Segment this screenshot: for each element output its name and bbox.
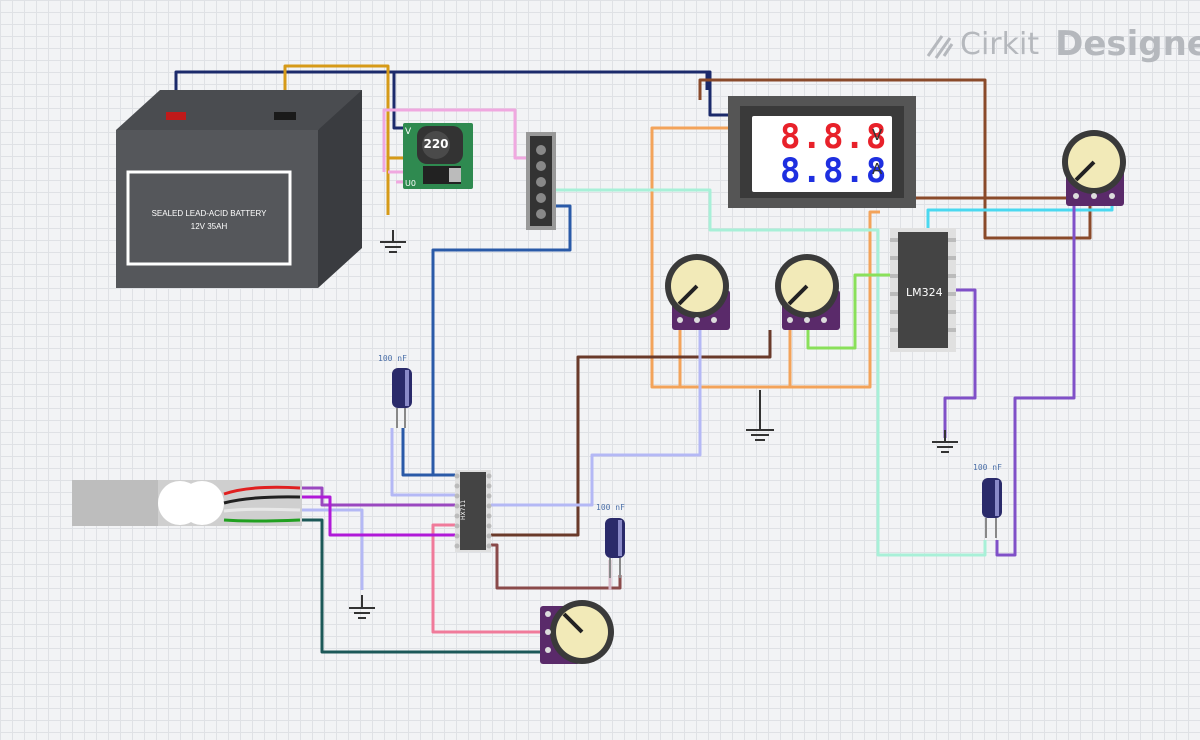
brand-word-cirkit: Cirkit — [960, 26, 1040, 62]
capacitor-1-label: 100 nF — [378, 354, 407, 363]
capacitor-3-label: 100 nF — [973, 463, 1002, 472]
ground-icon — [746, 390, 774, 441]
current-unit: A — [872, 160, 883, 178]
cirkit-logo-icon — [926, 35, 954, 59]
wire-rose[interactable] — [431, 523, 540, 634]
voltage-unit: V — [872, 126, 883, 144]
battery-negative-terminal[interactable] — [274, 112, 296, 120]
svg-text:V: V — [405, 127, 412, 137]
wires — [174, 64, 1114, 654]
ground-symbols — [349, 230, 958, 619]
current-digits: 8.8.8 — [780, 151, 888, 191]
inductor-label: 220 — [423, 137, 449, 151]
wire-opamp-purple[interactable] — [943, 206, 1076, 557]
battery-rating: 12V 35AH — [190, 222, 228, 231]
potentiometer-4[interactable] — [540, 600, 614, 664]
capacitor-3[interactable] — [982, 478, 1002, 538]
wire-meter-brown[interactable] — [698, 78, 1092, 240]
capacitor-1[interactable] — [392, 368, 412, 428]
lm324-chip[interactable] — [890, 228, 956, 352]
ground-icon — [349, 595, 375, 619]
potentiometer-3[interactable] — [1062, 130, 1126, 206]
wire-lavender[interactable] — [300, 330, 702, 590]
potentiometer-1[interactable] — [665, 254, 730, 330]
capacitor-2-label: 100 nF — [596, 503, 625, 512]
potentiometer-2[interactable] — [775, 254, 840, 330]
voltage-digits: 8.8.8 — [780, 117, 888, 157]
ground-icon — [380, 230, 406, 253]
hx711-chip[interactable] — [454, 470, 492, 552]
wire-loadcell-magenta[interactable] — [300, 495, 455, 537]
dc-converter[interactable]: V U0 — [403, 123, 473, 189]
wire-terminal-mint[interactable] — [550, 188, 987, 557]
hx711-label: HX711 — [460, 499, 467, 520]
terminal-block[interactable] — [526, 132, 556, 230]
load-cell[interactable] — [72, 480, 302, 526]
battery[interactable] — [116, 90, 362, 288]
wire-cap2[interactable] — [490, 543, 622, 590]
battery-label: SEALED LEAD-ACID BATTERY 12V 35AH — [128, 207, 290, 233]
brand-word-designer: Designer — [1055, 24, 1200, 64]
cirkit-brand: Cirkit Designer — [924, 22, 1200, 66]
svg-text:U0: U0 — [405, 179, 416, 188]
wire-pot-brown[interactable] — [490, 330, 772, 537]
battery-type: SEALED LEAD-ACID BATTERY — [151, 209, 267, 218]
wire-terminal-blue[interactable] — [401, 204, 572, 477]
wire-pot-green[interactable] — [806, 273, 895, 350]
meter-display: 8.8.8 V 8.8.8 A — [752, 116, 892, 192]
lm324-label: LM324 — [906, 286, 943, 299]
battery-positive-terminal[interactable] — [166, 112, 186, 120]
capacitor-2[interactable] — [605, 518, 625, 578]
ground-icon — [932, 430, 958, 453]
wire-loadcell-teal[interactable] — [300, 518, 540, 654]
